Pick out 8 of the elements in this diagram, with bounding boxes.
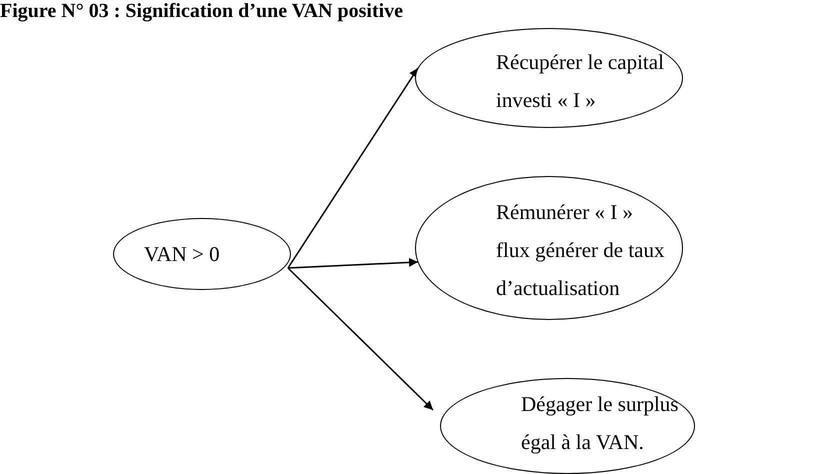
node-text: Dégager le surplus égal à la VAN.: [521, 391, 680, 456]
arrow: [287, 68, 419, 268]
arrow: [288, 258, 418, 269]
figure-title: Figure N° 03 : Signification d’une VAN positive: [0, 0, 404, 23]
node-text: Récupérer le capital investi « I »: [496, 49, 665, 114]
node-text: VAN > 0: [144, 241, 221, 268]
arrow: [287, 267, 434, 411]
node-text: Rémunérer « I » flux générer de taux d’actualisation: [496, 199, 666, 302]
